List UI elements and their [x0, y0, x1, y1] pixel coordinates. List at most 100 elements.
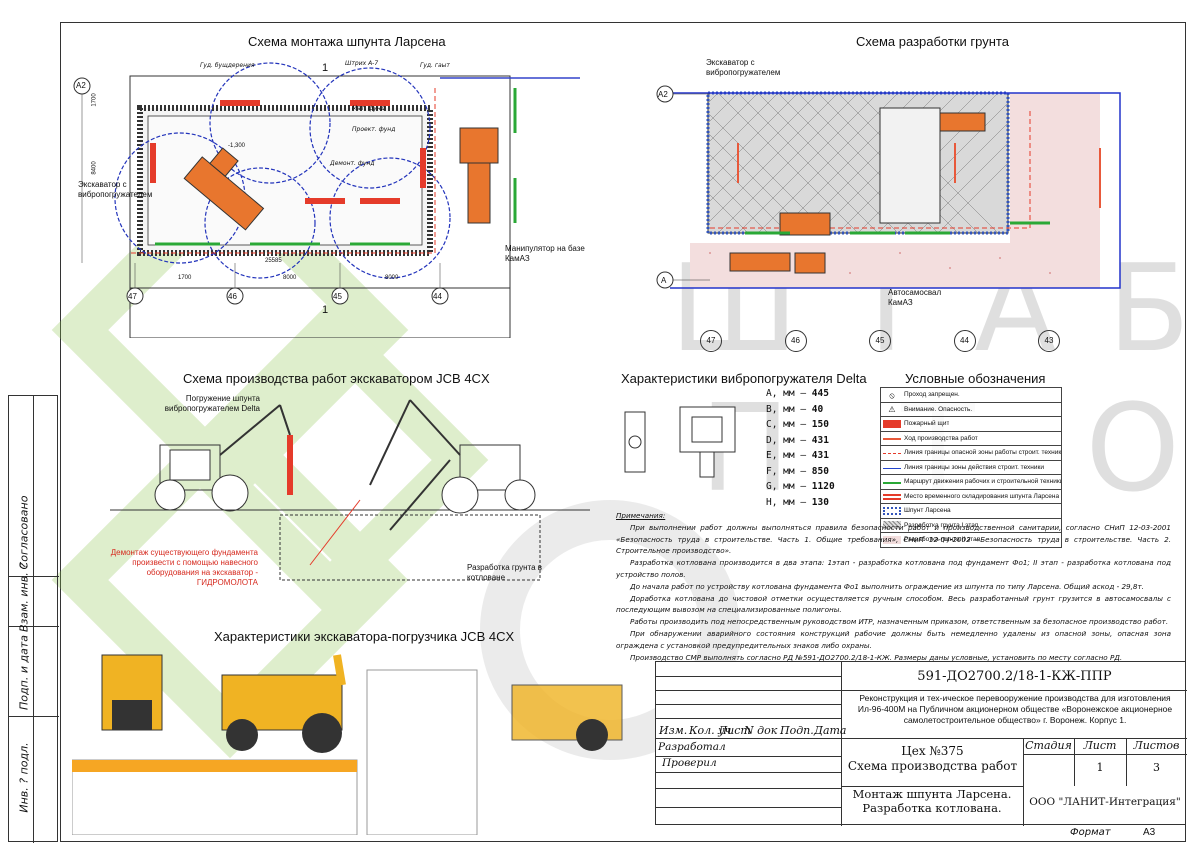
axis-45-left: 45	[333, 292, 342, 301]
axis-47-right: 47	[700, 330, 722, 352]
dim-left: 8400	[91, 161, 98, 175]
col-kol: Кол. уч	[689, 724, 732, 737]
excavator-scheme-title: Схема производства работ экскаватором JC…	[183, 371, 490, 386]
legend-row: ⚠Внимание. Опасность.	[881, 403, 1061, 417]
label-dismantle: Демонтаж существующего фундамента произв…	[110, 548, 258, 587]
axis-43-right: 43	[1038, 330, 1060, 352]
arrow-icon	[883, 438, 901, 441]
vibro-dim-key: E, мм	[766, 450, 795, 461]
legend-row: Пожарный щит	[881, 417, 1061, 432]
company-name: ООО "ЛАНИТ-Интеграция"	[1029, 796, 1181, 808]
doc-code: 591-ДО2700.2/18-1-КЖ-ППР	[917, 669, 1112, 684]
vibro-specs-title: Характеристики вибропогружателя Delta	[621, 371, 867, 386]
sheet-title: Монтаж шпунта Ларсена. Разработка котлов…	[852, 787, 1012, 815]
legend-label: Линия границы опасной зоны работы строит…	[904, 449, 1061, 457]
col-izm: Изм.	[659, 724, 688, 737]
scheme-left-title: Схема монтажа шпунта Ларсена	[248, 34, 446, 49]
label-excavator-right: Экскаватор с вибропогружателем	[706, 58, 781, 77]
label-mixer: Автосамосвал КамАЗ	[888, 288, 942, 307]
vibro-dim-value: 850	[811, 465, 829, 477]
sign-label: Подп. и дата	[17, 635, 31, 710]
vibro-dim-key: C, мм	[766, 419, 795, 430]
dim-total: 25585	[265, 258, 282, 264]
legend-row: Разработка грунта II этап	[881, 533, 1061, 548]
label-excavator-left: Экскаватор с вибропогружателем	[78, 180, 153, 199]
legend-row: Место временного складирования шпунта Ла…	[881, 490, 1061, 504]
legend-label: Место временного складирования шпунта Ла…	[904, 492, 1060, 500]
sheets-header: Листов	[1133, 739, 1180, 752]
label-dig: Разработка грунта в котловане	[467, 563, 543, 582]
notes-heading: Примечания:	[616, 511, 666, 520]
axis-a2-left: А2	[76, 81, 86, 90]
jcb-work-scheme-drawing	[110, 399, 590, 581]
level-label: -1,300	[228, 143, 246, 149]
note-item: Работы производить под непосредственным …	[630, 617, 1169, 627]
jcb-specs-title: Характеристики экскаватора-погрузчика JC…	[214, 629, 515, 644]
section-mark-top: 1	[322, 62, 329, 74]
callout-2: Штрих А-7	[345, 60, 379, 67]
legend-row: Линия границы опасной зоны работы строит…	[881, 446, 1061, 461]
legend-label: Разработка грунта I этап	[904, 521, 979, 529]
note-item: При обнаружении аварийного состояния кон…	[616, 628, 1171, 650]
sheet-frame	[60, 22, 1186, 842]
note-item: При выполнении работ должны выполняться …	[616, 522, 1171, 556]
vibro-dim-row: A, мм — 445	[766, 388, 829, 399]
scheme-right-title: Схема разработки грунта	[856, 34, 1009, 49]
vibro-dim-row: F, мм — 850	[766, 465, 829, 477]
dashed-line-icon	[883, 453, 901, 455]
project-description: Реконструкция и тех-ическое перевооружен…	[857, 693, 1173, 725]
line-icon	[883, 467, 901, 469]
vibro-dim-key: A, мм	[766, 388, 795, 399]
developed-label: Разработал	[658, 741, 726, 753]
vibro-dim-row: E, мм — 431	[766, 450, 829, 461]
legend-label: Внимание. Опасность.	[904, 405, 973, 413]
vibro-dim-row: C, мм — 150	[766, 419, 829, 430]
format-label: Формат	[1070, 827, 1111, 838]
shop-title: Цех №375	[901, 744, 964, 758]
dim-8000-b: 8000	[385, 275, 399, 281]
stage-header: Стадия	[1025, 739, 1072, 752]
format-value: А3	[1143, 827, 1156, 838]
dim-1700: 1700	[178, 275, 192, 281]
label-manipulator: Манипулятор на базе КамАЗ	[505, 244, 585, 263]
axis-45-right: 45	[869, 330, 891, 352]
note-item: Разработка котлована производится в два …	[616, 558, 1171, 579]
vibro-dim-row: D, мм — 431	[766, 434, 829, 446]
vibro-dim-key: D, мм	[766, 434, 795, 446]
callout-6: Мат. фунд	[352, 105, 385, 112]
vibro-dim-key: B, мм	[766, 403, 795, 415]
vibro-dim-value: 1120	[811, 481, 835, 492]
legend-row: Разработка грунта I этап	[881, 519, 1061, 533]
axis-44-right: 44	[953, 330, 976, 352]
legend-row: Маршрут движения рабочих и строительной …	[881, 475, 1061, 490]
col-date: Дата	[814, 724, 847, 737]
larsen-plan-drawing	[73, 62, 580, 338]
legend-row: ⦸Проход запрещен.	[881, 388, 1061, 403]
col-ndoc: N док	[744, 724, 778, 737]
legend-label: Маршрут движения рабочих и строительной …	[904, 478, 1061, 486]
axis-47-left: 47	[128, 292, 137, 301]
note-item: Производство СМР выполнять согласно РД №…	[630, 652, 1123, 662]
legend-row: Ход производства работ	[881, 432, 1061, 446]
dots-icon	[883, 535, 901, 544]
vibro-dims-list: A, мм — 445 B, мм — 40 C, мм — 150 D, мм…	[766, 386, 876, 510]
no-entry-icon: ⦸	[889, 390, 895, 400]
notes-block: Примечания: При выполнении работ должны …	[616, 510, 1171, 663]
vibro-dim-key: H, мм	[766, 496, 795, 508]
fire-board-icon	[883, 419, 901, 428]
note-item: До начала работ по устройству котлована …	[630, 581, 1144, 591]
vibro-dim-row: G, мм — 1120	[766, 481, 835, 492]
vibro-dim-key: F, мм	[766, 465, 795, 477]
vibro-dim-value: 150	[811, 419, 829, 430]
callout-5: Демонт. фунд	[330, 160, 375, 167]
axis-44-left: 44	[433, 292, 442, 301]
dim-left2: 1700	[91, 93, 98, 107]
legend-table: ⦸Проход запрещен. ⚠Внимание. Опасность. …	[880, 387, 1062, 548]
vibro-dim-row: B, мм — 40	[766, 403, 824, 415]
callout-3: Гуд. гаыт	[420, 62, 450, 69]
axis-46-left: 46	[228, 292, 237, 301]
col-podp: Подп.	[780, 724, 814, 737]
title-block: Изм. Кол. уч Лист N док Подп. Дата Разра…	[655, 661, 1187, 826]
axis-a-right: А	[661, 276, 667, 285]
legend-label: Шпунт Ларсена	[904, 507, 951, 515]
